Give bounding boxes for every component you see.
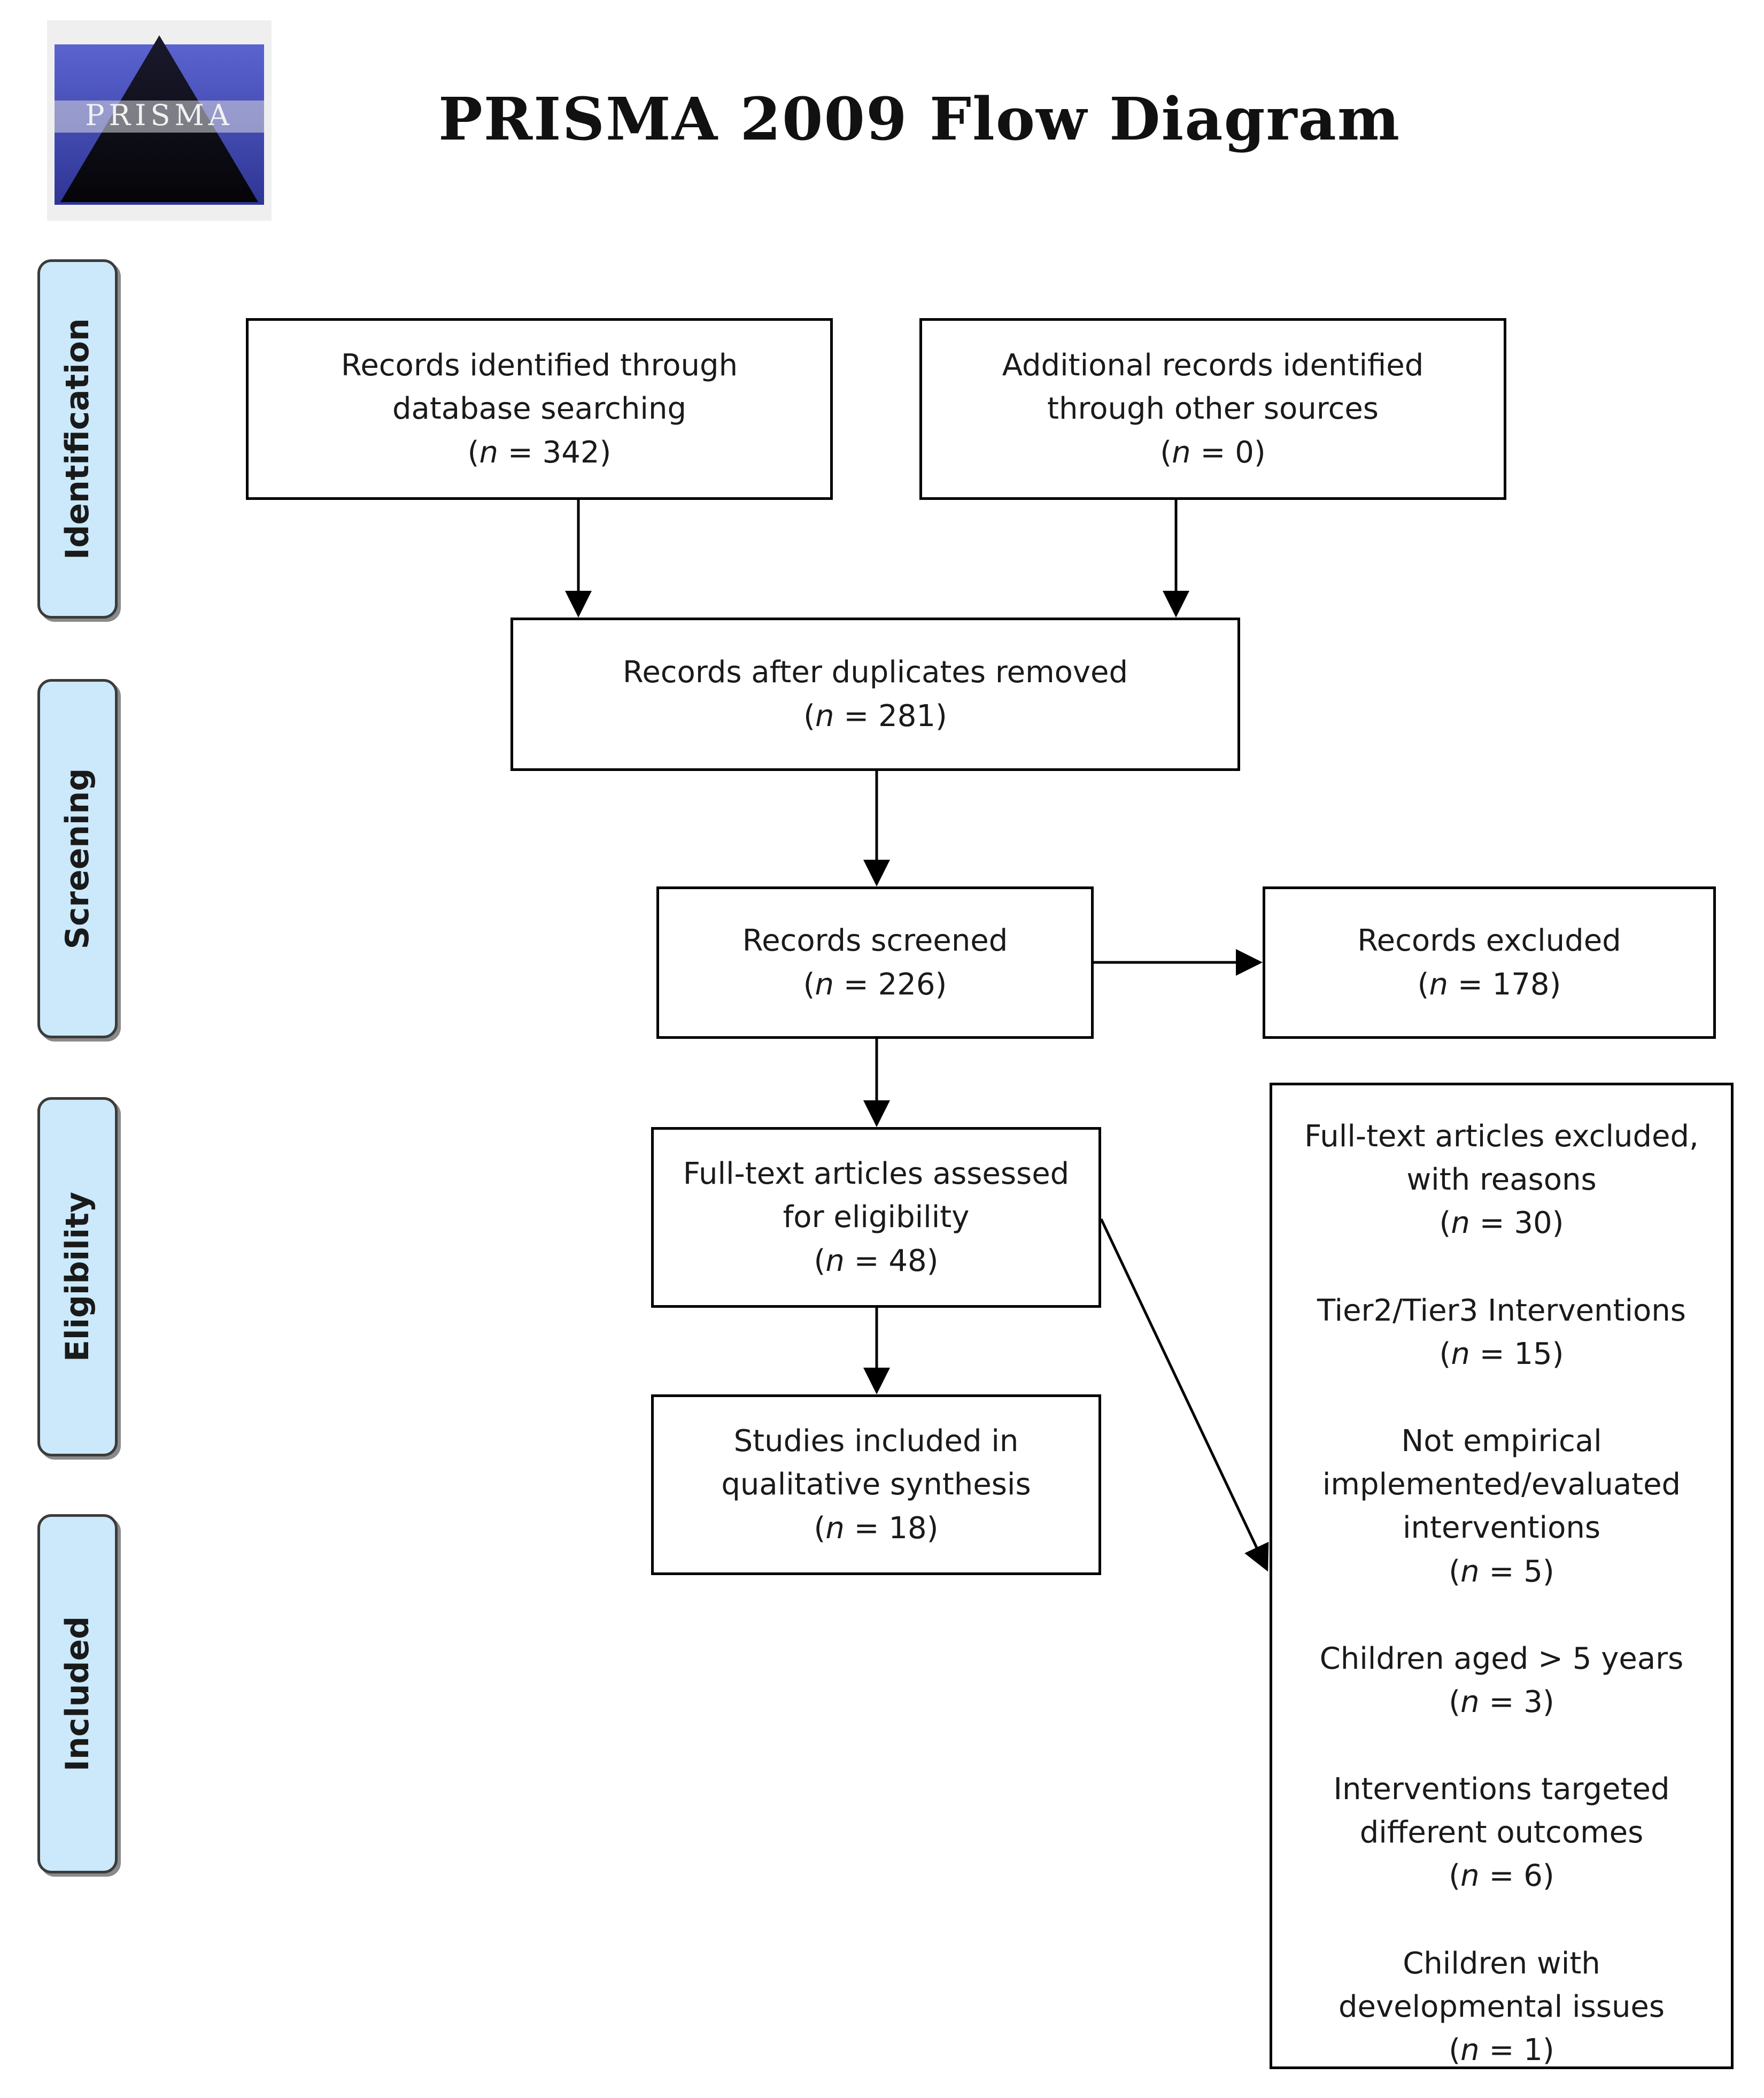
arrow-fulltext-to-excluded-reasons [1100, 1218, 1269, 1572]
box-label: Full-text articles excluded, with reason… [1304, 1119, 1699, 1198]
records-after-duplicates-box: Records after duplicates removed (n = 28… [510, 618, 1240, 771]
reason-count: (n = 1) [1449, 2033, 1554, 2068]
box-count: (n = 0) [1160, 435, 1266, 470]
exclusion-reason: Not empirical implemented/evaluated inte… [1309, 1420, 1694, 1593]
box-label: Records screened [742, 923, 1008, 959]
box-label: Studies included in qualitative synthesi… [721, 1424, 1031, 1502]
box-count: (n = 178) [1417, 967, 1561, 1002]
box-label: Records identified through database sear… [341, 348, 738, 427]
box-count: (n = 281) [803, 698, 947, 734]
records-identified-database-box: Records identified through database sear… [246, 318, 833, 500]
fulltext-assessed-box: Full-text articles assessed for eligibil… [651, 1127, 1101, 1308]
studies-included-box: Studies included in qualitative synthesi… [651, 1394, 1101, 1575]
reason-label: Tier2/Tier3 Interventions [1317, 1293, 1686, 1328]
reason-label: Not empirical implemented/evaluated inte… [1322, 1423, 1681, 1546]
box-count: (n = 48) [814, 1243, 939, 1278]
fulltext-excluded-box: Full-text articles excluded, with reason… [1270, 1083, 1734, 2069]
exclusion-reason: Children with developmental issues (n = … [1330, 1942, 1673, 2072]
box-label: Full-text articles assessed for eligibil… [683, 1156, 1070, 1235]
reason-count: (n = 5) [1449, 1554, 1554, 1589]
svg-text:PRISMA: PRISMA [85, 98, 234, 132]
reason-count: (n = 6) [1449, 1858, 1554, 1894]
box-count: (n = 226) [803, 967, 947, 1002]
exclusion-reason: Interventions targeted different outcome… [1314, 1768, 1689, 1898]
box-count: (n = 30) [1439, 1206, 1564, 1241]
records-excluded-box: Records excluded (n = 178) [1263, 886, 1716, 1039]
records-screened-box: Records screened (n = 226) [656, 886, 1094, 1039]
reason-label: Children aged > 5 years [1319, 1641, 1684, 1676]
reason-label: Interventions targeted different outcome… [1333, 1772, 1670, 1850]
phase-identification: Identification [37, 259, 118, 619]
phase-eligibility: Eligibility [37, 1097, 118, 1456]
box-label: Additional records identified through ot… [1002, 348, 1424, 427]
box-count: (n = 18) [814, 1510, 939, 1546]
diagram-title: PRISMA 2009 Flow Diagram [438, 84, 1401, 153]
exclusion-summary: Full-text articles excluded, with reason… [1293, 1115, 1710, 1245]
exclusion-reason: Tier2/Tier3 Interventions (n = 15) [1317, 1289, 1686, 1376]
prisma-logo: PRISMA [47, 20, 272, 221]
box-label: Records excluded [1357, 923, 1621, 959]
box-label: Records after duplicates removed [622, 655, 1128, 690]
phase-included: Included [37, 1514, 118, 1873]
box-count: (n = 342) [467, 435, 612, 470]
reason-count: (n = 3) [1449, 1684, 1554, 1719]
exclusion-reason: Children aged > 5 years (n = 3) [1320, 1637, 1684, 1724]
reason-count: (n = 15) [1439, 1336, 1564, 1371]
records-identified-other-box: Additional records identified through ot… [919, 318, 1506, 500]
reason-label: Children with developmental issues [1338, 1946, 1665, 2024]
phase-screening: Screening [37, 679, 118, 1038]
